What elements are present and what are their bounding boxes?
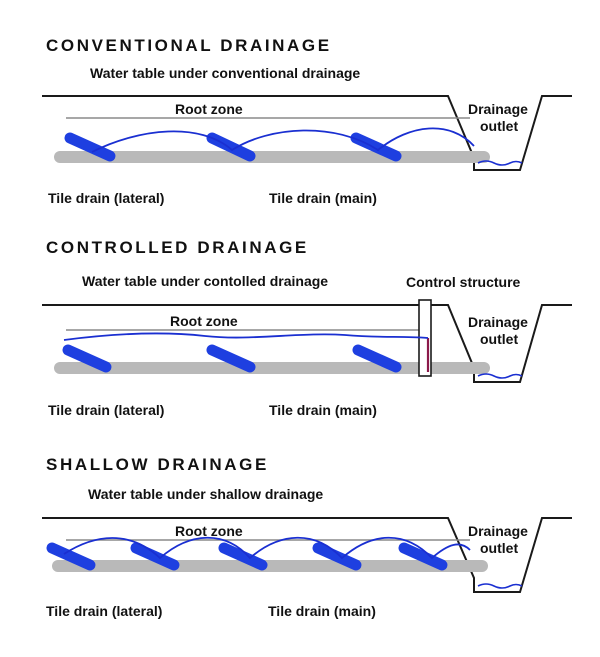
water-table-line [63,332,429,341]
tile-drain-lateral [398,542,448,571]
tile-drain-lateral [312,542,362,571]
tile-drain-lateral [64,132,116,162]
root-zone-label: Root zone [175,101,243,117]
tile-drain-lateral [218,542,268,571]
panel-heading: SHALLOW DRAINAGE [46,455,269,474]
tile-drain-lateral-label: Tile drain (lateral) [46,603,162,619]
panel-conventional: CONVENTIONAL DRAINAGE Water table under … [42,36,572,206]
drainage-outlet-label: Drainage [468,101,528,117]
outlet-water [477,373,523,379]
control-structure-label: Control structure [406,274,521,290]
panel-controlled: CONTROLLED DRAINAGE Water table under co… [42,238,572,418]
water-table-line [91,127,475,153]
water-table-line [63,536,471,560]
tile-drain-lateral-label: Tile drain (lateral) [48,402,164,418]
tile-drain-lateral [46,542,96,571]
ground-surface [42,304,572,383]
panel-heading: CONVENTIONAL DRAINAGE [46,36,332,55]
panel-heading: CONTROLLED DRAINAGE [46,238,309,257]
root-zone-label: Root zone [175,523,243,539]
tile-drain-lateral-label: Tile drain (lateral) [48,190,164,206]
outlet-water [477,583,523,589]
water-table-label: Water table under shallow drainage [88,486,323,502]
ground-surface [42,95,572,171]
tile-drain-lateral [206,344,256,373]
water-table-label: Water table under conventional drainage [90,65,360,81]
panel-shallow: SHALLOW DRAINAGE Water table under shall… [42,455,572,619]
drainage-outlet-label: Drainage [468,314,528,330]
drainage-outlet-label: outlet [480,331,518,347]
tile-drain-main-label: Tile drain (main) [269,402,377,418]
tile-drain-main-label: Tile drain (main) [269,190,377,206]
tile-drain-lateral [130,542,180,571]
ground-surface [42,517,572,593]
tile-drain-lateral [62,344,112,373]
drainage-outlet-label: outlet [480,540,518,556]
drainage-outlet-label: Drainage [468,523,528,539]
outlet-water [477,160,523,166]
tile-drain-main-label: Tile drain (main) [268,603,376,619]
root-zone-label: Root zone [170,313,238,329]
tile-drain-lateral [352,344,402,373]
drainage-outlet-label: outlet [480,118,518,134]
water-table-label: Water table under contolled drainage [82,273,328,289]
